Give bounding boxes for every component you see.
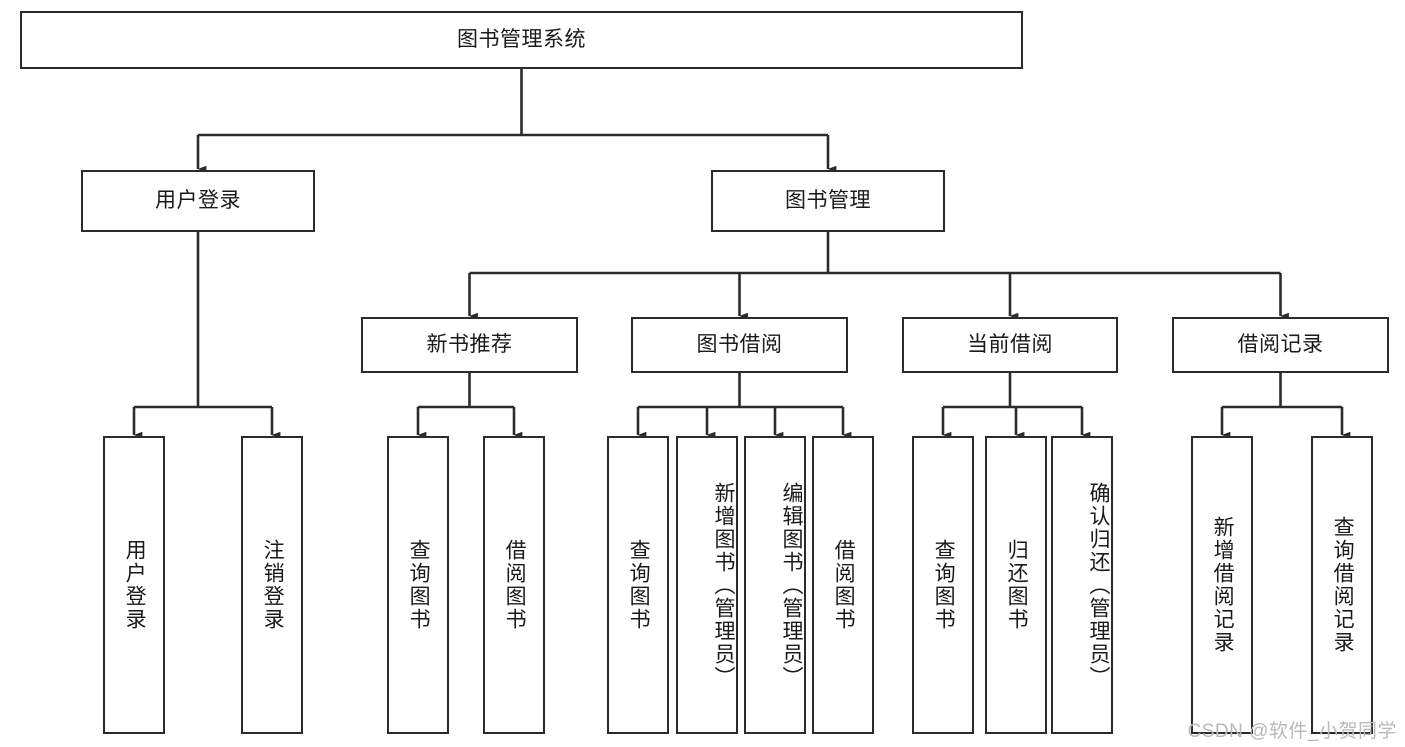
- leaf-query-book-2-label: 查询图书: [627, 539, 651, 631]
- leaf-edit-book-label: 编辑图书（管理员）: [780, 481, 803, 689]
- node-borrow-record-label: 借阅记录: [1237, 333, 1324, 357]
- leaf-borrow-book-2[interactable]: 借阅图书: [812, 436, 874, 734]
- leaf-query-book-2[interactable]: 查询图书: [607, 436, 669, 734]
- leaf-user-login-label: 用户登录: [123, 539, 147, 631]
- leaf-confirm-return[interactable]: 确认归还（管理员）: [1051, 436, 1113, 734]
- leaf-query-borrow-record[interactable]: 查询借阅记录: [1311, 436, 1373, 734]
- leaf-user-login[interactable]: 用户登录: [103, 436, 165, 734]
- leaf-logout[interactable]: 注销登录: [241, 436, 303, 734]
- leaf-add-book[interactable]: 新增图书（管理员）: [676, 436, 738, 734]
- leaf-add-borrow-record[interactable]: 新增借阅记录: [1191, 436, 1253, 734]
- node-new-book-recommend[interactable]: 新书推荐: [361, 317, 578, 373]
- leaf-query-book-3-label: 查询图书: [932, 539, 956, 631]
- leaf-query-book-1-label: 查询图书: [407, 539, 431, 631]
- node-book-borrow-label: 图书借阅: [696, 333, 783, 357]
- node-root[interactable]: 图书管理系统: [20, 11, 1023, 69]
- leaf-add-borrow-record-label: 新增借阅记录: [1211, 516, 1235, 654]
- node-current-borrow-label: 当前借阅: [967, 333, 1053, 357]
- leaf-confirm-return-label: 确认归还（管理员）: [1087, 481, 1110, 689]
- node-book-manage-label: 图书管理: [785, 189, 871, 213]
- leaf-query-book-3[interactable]: 查询图书: [912, 436, 974, 734]
- leaf-return-book[interactable]: 归还图书: [985, 436, 1047, 734]
- node-borrow-record[interactable]: 借阅记录: [1172, 317, 1389, 373]
- leaf-borrow-book-1-label: 借阅图书: [503, 539, 527, 631]
- node-user-login-label: 用户登录: [155, 189, 241, 213]
- leaf-query-borrow-record-label: 查询借阅记录: [1331, 516, 1355, 654]
- leaf-edit-book[interactable]: 编辑图书（管理员）: [744, 436, 806, 734]
- node-book-manage[interactable]: 图书管理: [711, 170, 945, 232]
- leaf-borrow-book-1[interactable]: 借阅图书: [483, 436, 545, 734]
- node-user-login[interactable]: 用户登录: [81, 170, 315, 232]
- leaf-add-book-label: 新增图书（管理员）: [712, 481, 735, 689]
- node-book-borrow[interactable]: 图书借阅: [631, 317, 848, 373]
- leaf-borrow-book-2-label: 借阅图书: [832, 539, 856, 631]
- node-new-book-recommend-label: 新书推荐: [426, 333, 513, 357]
- leaf-logout-label: 注销登录: [261, 539, 285, 631]
- node-current-borrow[interactable]: 当前借阅: [902, 317, 1118, 373]
- leaf-return-book-label: 归还图书: [1005, 539, 1029, 631]
- watermark: CSDN @软件_小贺同学: [1187, 721, 1397, 742]
- node-root-label: 图书管理系统: [457, 28, 586, 52]
- leaf-query-book-1[interactable]: 查询图书: [387, 436, 449, 734]
